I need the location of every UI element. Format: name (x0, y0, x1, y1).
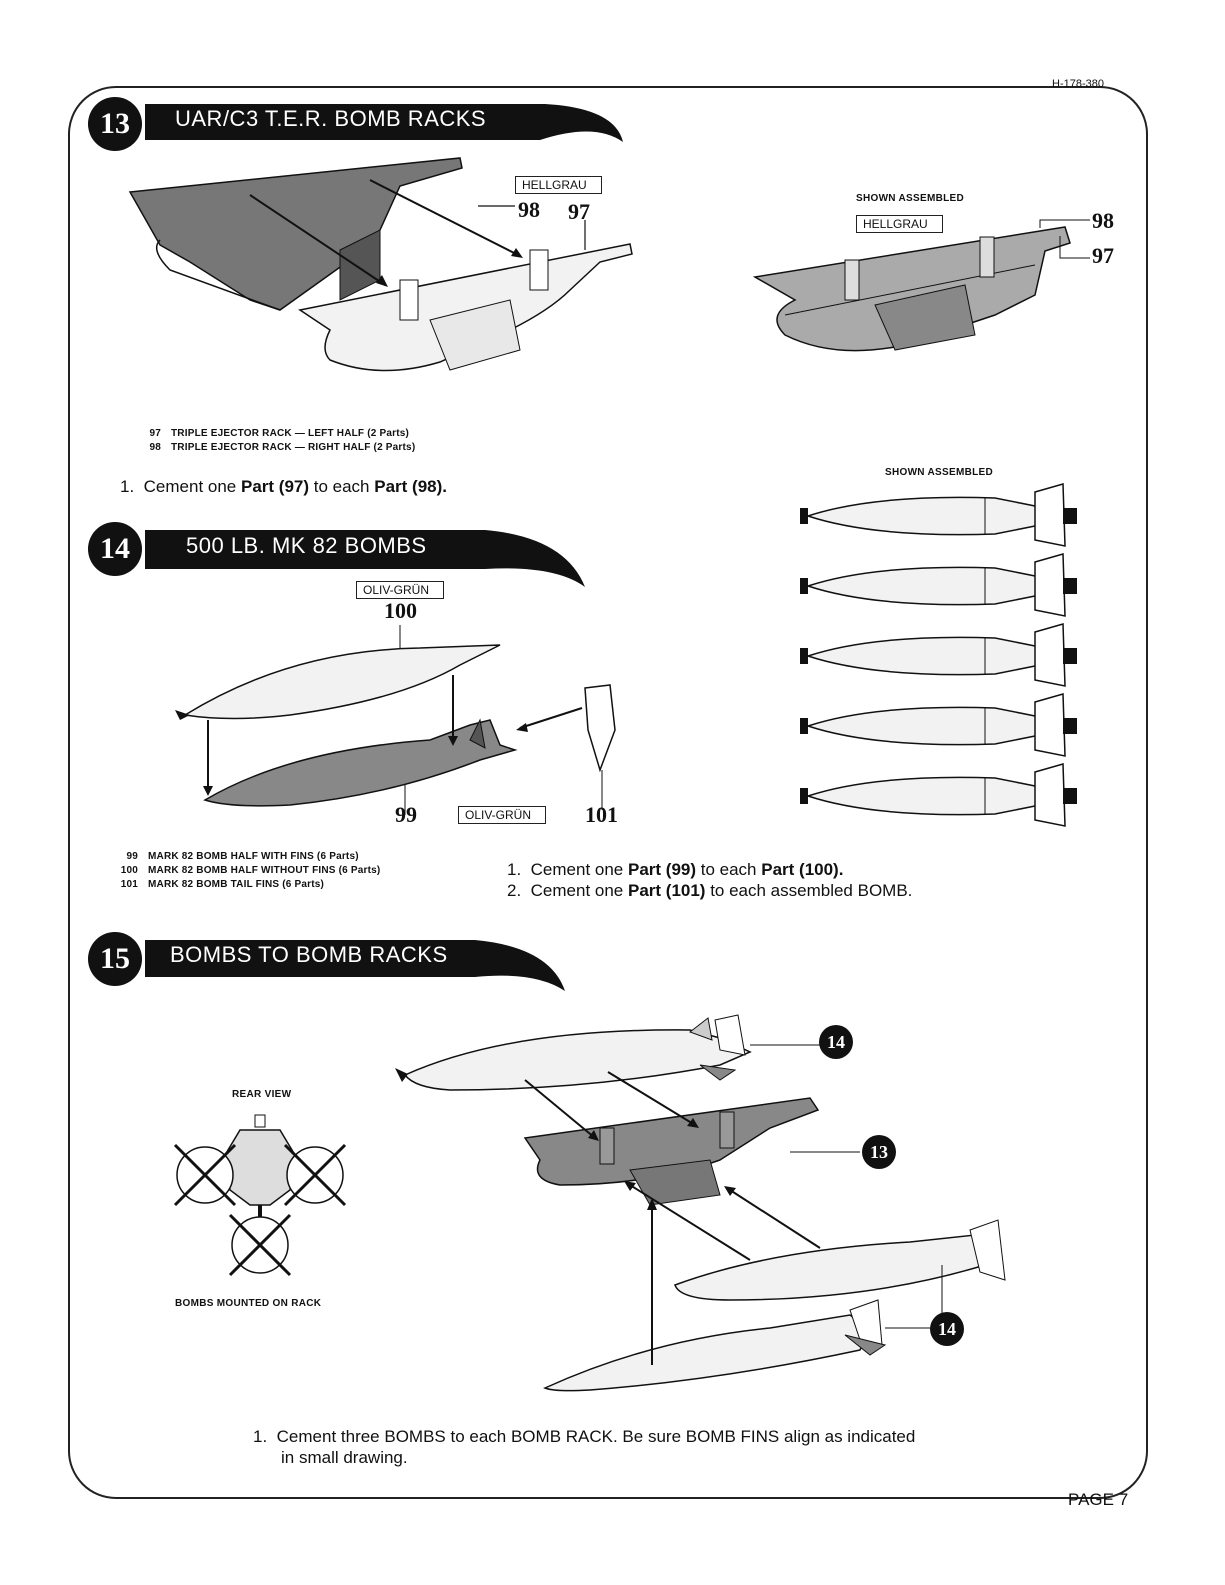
assembled-callout-98: 98 (1092, 208, 1114, 233)
rack-assembled-drawing (752, 226, 1071, 352)
section-15-step-1: 1. Cement three BOMBS to each BOMB RACK.… (253, 1427, 916, 1467)
section-14-title: 500 LB. MK 82 BOMBS (186, 533, 427, 558)
rear-view-drawing (173, 1114, 347, 1277)
section-14-steps: 1. Cement one Part (99) to each Part (10… (507, 859, 912, 901)
ref-14-top: 14 (819, 1025, 853, 1059)
section-14-step-2: 2. Cement one Part (101) to each assembl… (507, 881, 913, 900)
rear-view-label: REAR VIEW (232, 1089, 292, 1100)
section-13-banner (145, 104, 623, 142)
ref-14-bottom: 14 (930, 1312, 964, 1346)
step-14-badge: 14 (88, 522, 142, 576)
section-13-title: UAR/C3 T.E.R. BOMB RACKS (175, 106, 487, 131)
section-15-title: BOMBS TO BOMB RACKS (170, 942, 448, 967)
bomb-exploded-drawing (175, 625, 616, 815)
callout-101: 101 (585, 802, 618, 827)
section-13-shown-assembled: SHOWN ASSEMBLED (856, 193, 965, 204)
assembled-callout-97: 97 (1092, 243, 1114, 268)
assembled-bombs-column (799, 483, 1078, 827)
callout-97: 97 (568, 199, 590, 224)
section-15-banner (145, 940, 565, 991)
section-13-step-1: 1. Cement one Part (97) to each Part (98… (120, 477, 447, 496)
section-13-color-label: HELLGRAU (515, 176, 602, 194)
section-14-banner (145, 530, 585, 587)
rack-exploded-drawing (128, 157, 633, 372)
page-number: PAGE 7 (1068, 1490, 1129, 1509)
bombs-to-rack-drawing (395, 1014, 1006, 1392)
section-14-color-label: OLIV-GRÜN (356, 581, 445, 599)
bombs-mounted-label: BOMBS MOUNTED ON RACK (175, 1298, 322, 1309)
step-15-badge: 15 (88, 932, 142, 986)
page-frame (68, 86, 1148, 1499)
callout-98: 98 (518, 197, 540, 222)
section-14-fin-color-label: OLIV-GRÜN (458, 806, 547, 824)
section-13-assembled-color-label: HELLGRAU (856, 215, 943, 233)
ref-13: 13 (862, 1135, 896, 1169)
section-14-shown-assembled: SHOWN ASSEMBLED (885, 467, 994, 478)
assembled-leader-lines (1039, 219, 1090, 259)
step-13-badge: 13 (88, 97, 142, 151)
document-number: H-178-380 (1052, 78, 1104, 90)
callout-99: 99 (395, 802, 417, 827)
section-14-step-1: 1. Cement one Part (99) to each Part (10… (507, 860, 844, 879)
callout-100: 100 (384, 598, 417, 623)
